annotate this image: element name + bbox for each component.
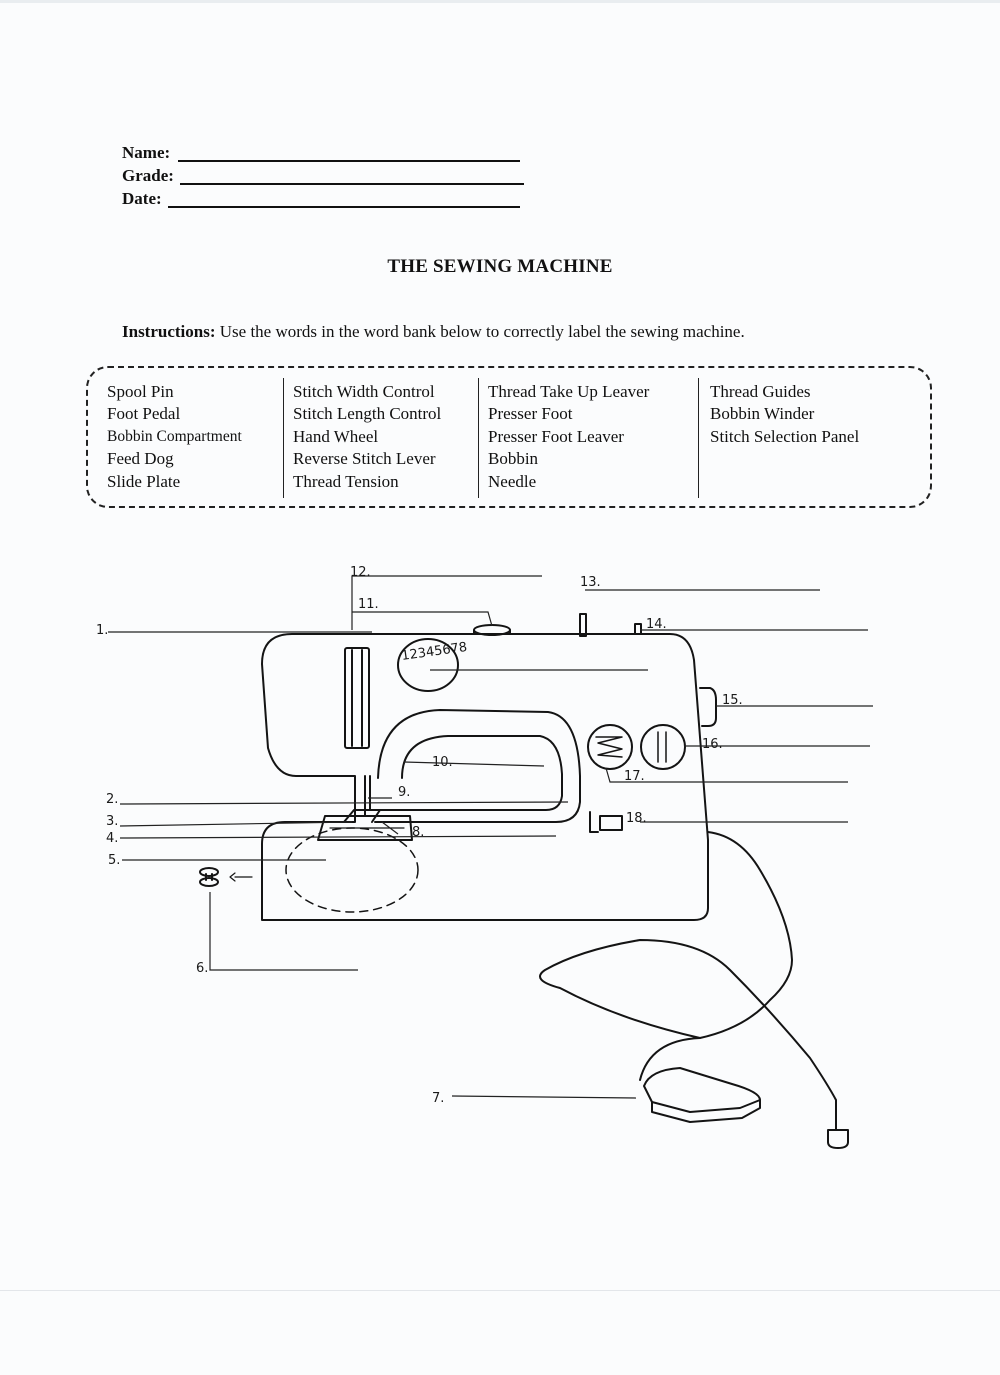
name-label: Name: (122, 143, 171, 162)
word-bank-item: Hand Wheel (293, 426, 379, 446)
stitch-selection-dial (397, 638, 459, 692)
foot-pedal (643, 1067, 761, 1113)
grade-label: Grade: (122, 166, 174, 185)
label-8: 8. (412, 825, 424, 840)
word-bank-item: Bobbin (488, 449, 539, 469)
label-13: 13. (580, 575, 601, 590)
leader-line-7 (451, 1095, 637, 1099)
arm-opening (374, 709, 581, 823)
spool-pin (579, 613, 587, 637)
label-9: 9. (398, 785, 410, 800)
bobbin (199, 867, 219, 877)
label-12: 12. (350, 565, 371, 580)
label-15: 15. (722, 693, 743, 708)
leader-line-2 (119, 801, 569, 805)
label-3: 3. (106, 814, 118, 829)
page-top-edge (0, 0, 1000, 3)
label-1: 1. (96, 623, 108, 638)
word-bank-divider (283, 378, 284, 498)
pedal-cord (639, 1037, 701, 1081)
word-bank-item: Spool Pin (107, 382, 174, 401)
take-up-slot (344, 647, 370, 749)
grade-field[interactable] (180, 183, 524, 185)
leader-line-4 (119, 835, 557, 839)
top-nub (634, 623, 642, 635)
word-bank-item: Slide Plate (107, 471, 181, 491)
word-bank-divider (478, 378, 479, 498)
word-bank: Spool Pin Foot Pedal Bobbin Compartment … (86, 366, 932, 508)
word-bank-item: Stitch Selection Panel (710, 426, 860, 446)
label-17: 17. (624, 769, 645, 784)
word-bank-item: Bobbin Winder (710, 404, 815, 424)
stitch-length-dial (640, 724, 686, 770)
word-bank-item: Needle (488, 471, 537, 491)
date-label: Date: (122, 189, 162, 208)
word-bank-column-3: Thread Take Up Leaver Presser Foot Press… (488, 381, 649, 493)
leader-line-10 (403, 761, 545, 767)
word-bank-item: Foot Pedal (107, 404, 181, 424)
word-bank-item: Thread Take Up Leaver (488, 382, 650, 401)
word-bank-item: Bobbin Compartment (107, 427, 242, 445)
leader-line-12 (351, 575, 542, 630)
instructions-prefix: Instructions: (122, 322, 216, 341)
stitch-width-dial (587, 724, 633, 770)
leader-line-17 (605, 767, 848, 783)
grade-row: Grade: (122, 166, 524, 189)
leader-line-8 (381, 821, 399, 835)
date-row: Date: (122, 189, 520, 212)
word-bank-item: Reverse Stitch Lever (293, 449, 436, 469)
word-bank-column-1: Spool Pin Foot Pedal Bobbin Compartment … (107, 381, 242, 493)
plug (827, 1129, 849, 1149)
instructions-text: Use the words in the word bank below to … (215, 322, 745, 341)
machine-body (261, 633, 709, 921)
sewing-machine-diagram: 12345678 1. 2. 3. 4. 5. 6. 7. 8. 9. 10. … (96, 565, 873, 1149)
name-row: Name: (122, 143, 520, 166)
word-bank-column-4: Thread Guides Bobbin Winder Stitch Selec… (710, 381, 859, 448)
reverse-lever-box (599, 815, 623, 831)
student-info: Name: Grade: Date: (122, 143, 524, 212)
arm-inner (379, 735, 563, 811)
word-bank-item: Thread Tension (293, 471, 399, 491)
reverse-lever (589, 811, 599, 833)
word-bank-item: Thread Guides (710, 382, 811, 401)
word-bank-item: Feed Dog (107, 449, 174, 469)
label-7: 7. (432, 1091, 444, 1106)
leader-line-11 (352, 611, 493, 627)
label-6: 6. (196, 961, 208, 976)
label-5: 5. (108, 853, 120, 868)
bobbin-compartment (285, 827, 419, 913)
slide-plate (317, 815, 413, 841)
hand-wheel (699, 687, 717, 727)
page-bottom-edge (0, 1290, 1000, 1291)
label-10: 10. (432, 755, 453, 770)
label-4: 4. (106, 831, 118, 846)
word-bank-divider (698, 378, 699, 498)
page-title: THE SEWING MACHINE (387, 256, 613, 277)
label-16: 16. (702, 737, 723, 752)
power-cord (539, 831, 837, 1131)
label-18: 18. (626, 811, 647, 826)
word-bank-column-2: Stitch Width Control Stitch Length Contr… (293, 381, 441, 493)
label-11: 11. (358, 597, 379, 612)
word-bank-item: Presser Foot (488, 404, 573, 424)
name-field[interactable] (178, 160, 520, 162)
word-bank-item: Presser Foot Leaver (488, 426, 624, 446)
label-2: 2. (106, 792, 118, 807)
instructions: Instructions: Use the words in the word … (122, 322, 745, 342)
label-14: 14. (646, 617, 667, 632)
leader-line-6 (209, 892, 358, 971)
date-field[interactable] (168, 206, 520, 208)
leader-line-3 (119, 821, 353, 827)
word-bank-item: Stitch Width Control (293, 382, 435, 401)
word-bank-item: Stitch Length Control (293, 404, 442, 424)
zigzag-icon (595, 736, 623, 758)
